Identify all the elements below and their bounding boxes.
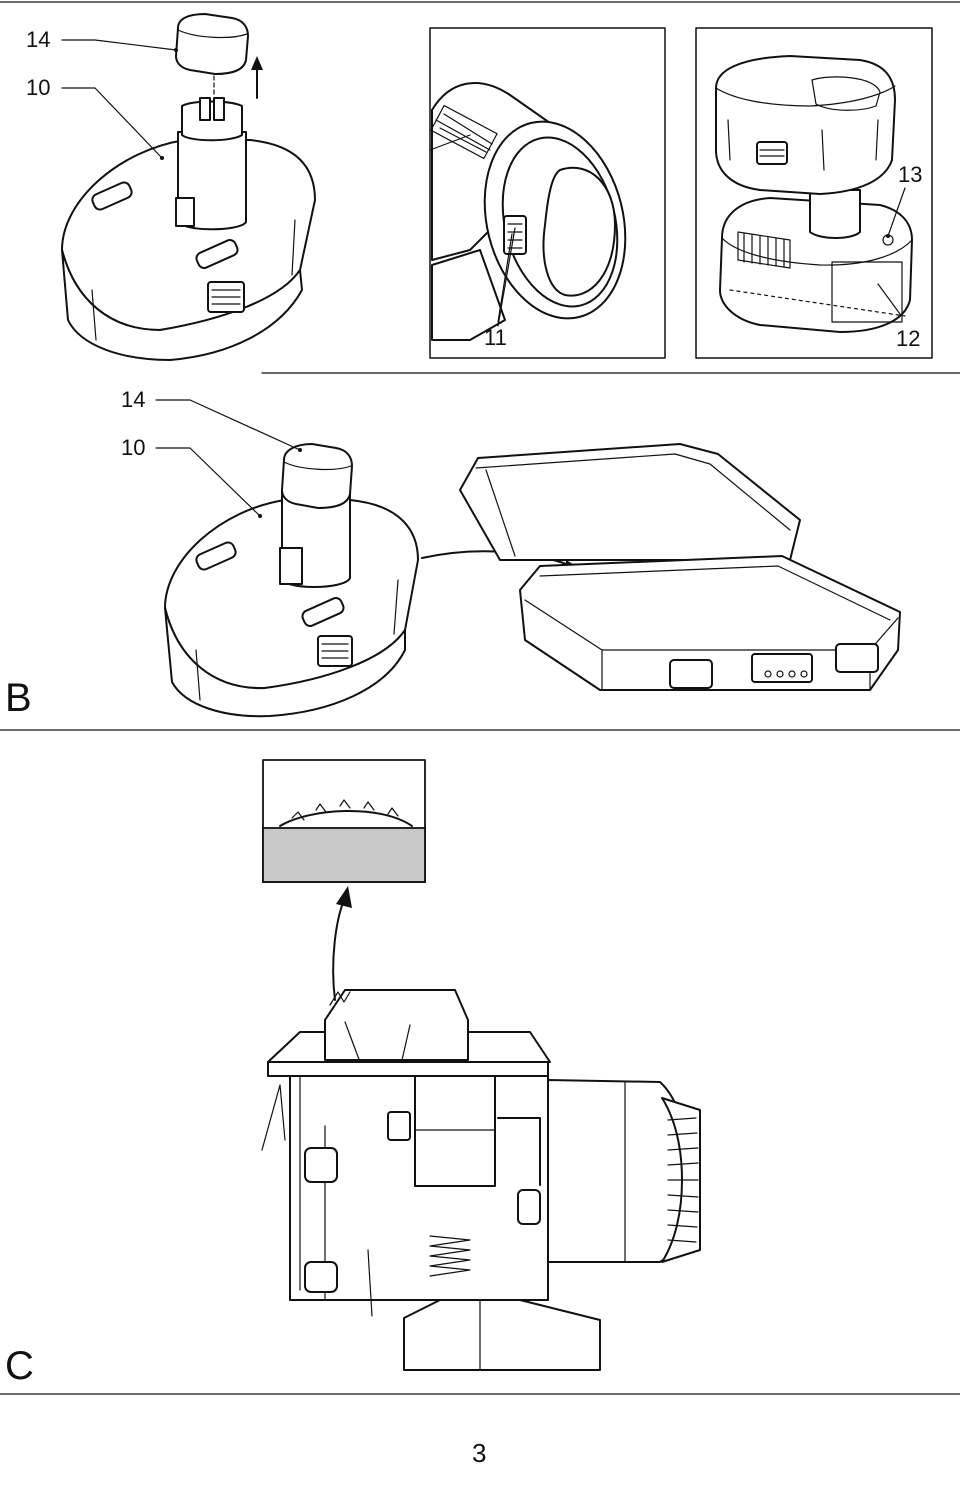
callout-14-a: 14 (26, 27, 51, 52)
figure-b-battery-with-cap (155, 399, 590, 718)
callout-13: 13 (898, 162, 923, 187)
callout-14-b: 14 (121, 387, 146, 412)
figure-a-inset-battery-in-tool (429, 27, 666, 359)
callout-12: 12 (896, 326, 921, 351)
figure-a-battery-cap-removed (61, 13, 316, 361)
callout-10-a: 10 (26, 75, 51, 100)
callout-11: 11 (484, 325, 507, 350)
figure-c-saw-blade-guard (261, 989, 701, 1371)
callout-10-b: 10 (121, 435, 146, 460)
section-letter-c: C (5, 1344, 34, 1388)
figure-c-blade-detail-inset (262, 759, 426, 1001)
page-number: 3 (472, 1438, 487, 1468)
figure-a-inset-charger (497, 27, 933, 359)
section-letter-b: B (5, 676, 32, 720)
figure-b-carry-case (459, 443, 901, 691)
